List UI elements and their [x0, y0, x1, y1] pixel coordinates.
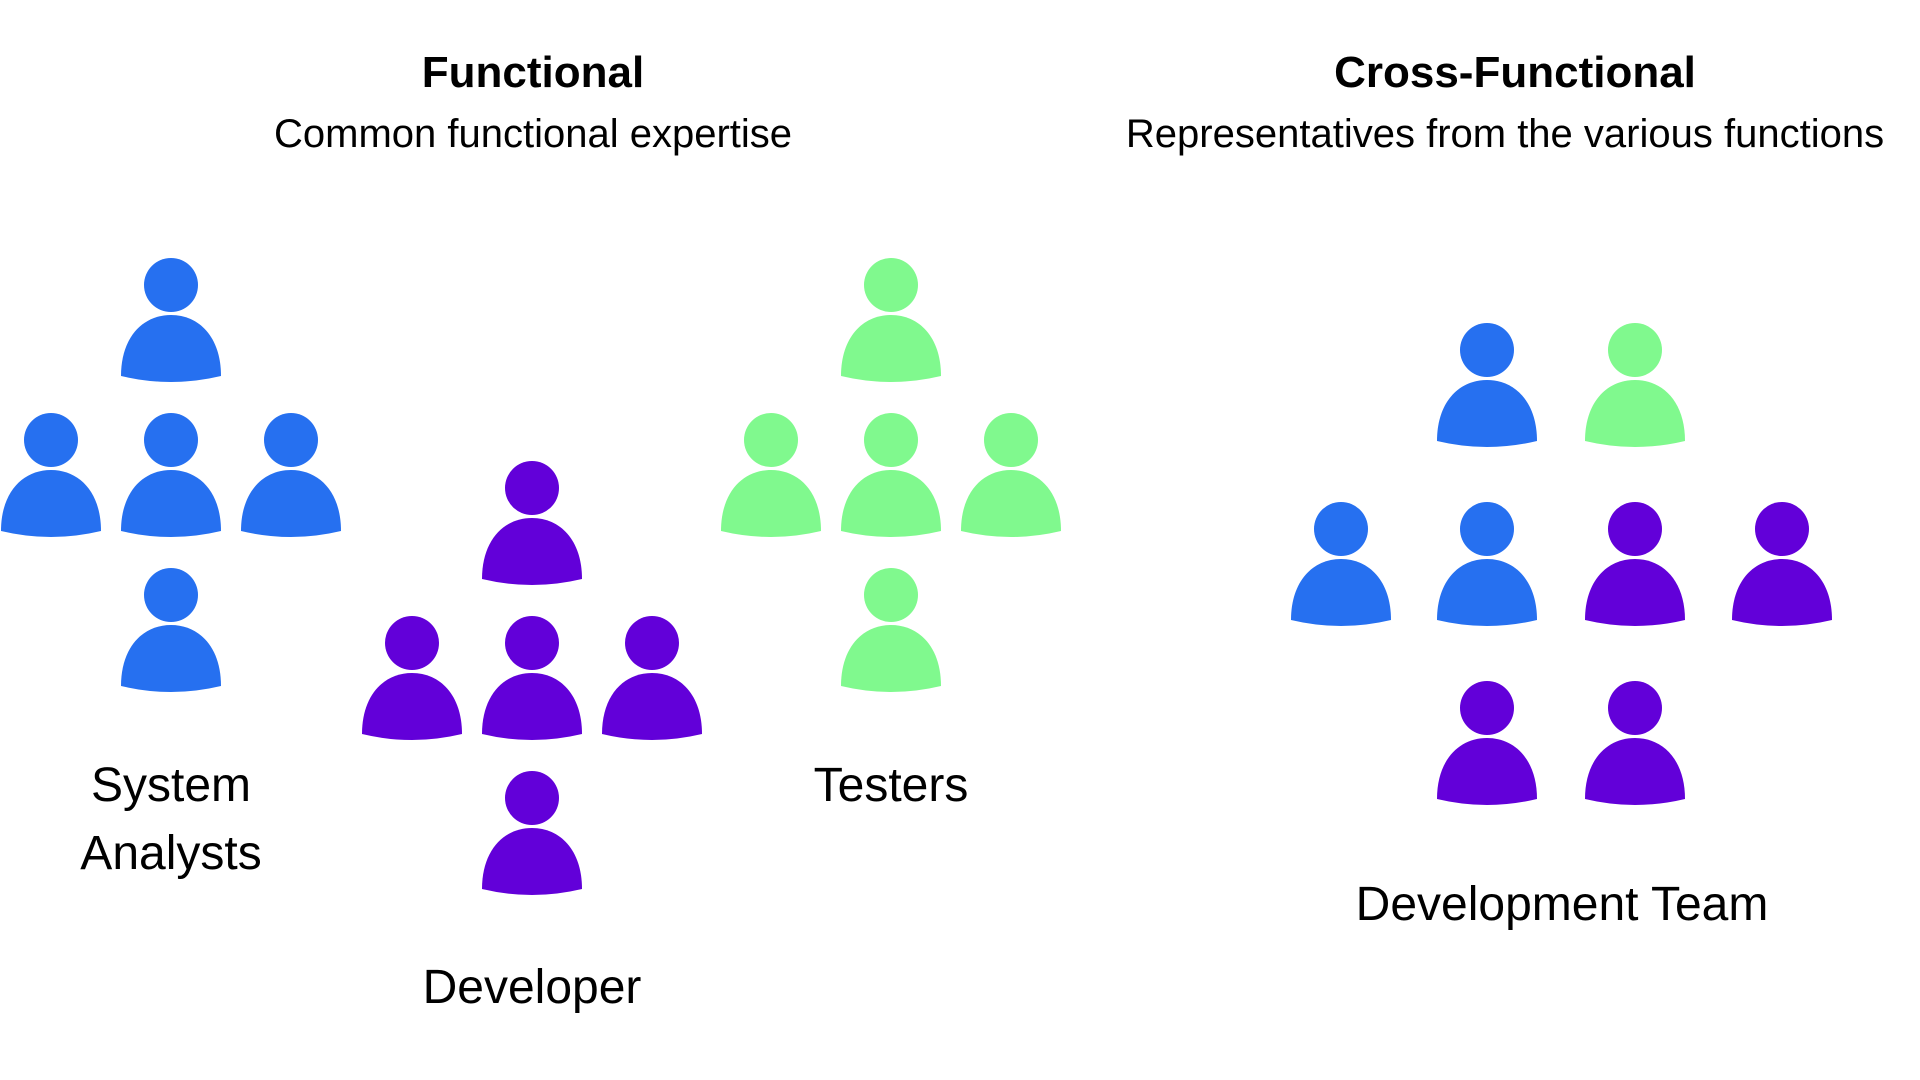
group-label-line: Developer: [422, 961, 642, 1014]
group-label-line: Testers: [813, 759, 969, 812]
group-label-testers: Testers: [741, 752, 1041, 820]
person-icon: [961, 412, 1061, 540]
group-label-line: Analysts: [80, 827, 262, 880]
person-icon: [482, 615, 582, 743]
cross-functional-subtitle: Representatives from the various functio…: [1125, 112, 1885, 156]
person-icon: [482, 460, 582, 588]
person-icon: [841, 412, 941, 540]
group-label-developer: Developer: [382, 954, 682, 1022]
development-team-label: Development Team: [1355, 878, 1769, 931]
person-icon: [1, 412, 101, 540]
group-label-line: System: [90, 759, 252, 812]
group-label-system-analysts: System Analysts: [21, 752, 321, 888]
person-icon: [121, 412, 221, 540]
person-icon: [602, 615, 702, 743]
person-icon: [1585, 501, 1685, 629]
person-icon: [1291, 501, 1391, 629]
person-icon: [241, 412, 341, 540]
functional-subtitle: Common functional expertise: [273, 112, 793, 156]
person-icon: [482, 770, 582, 898]
person-icon: [1732, 501, 1832, 629]
person-icon: [841, 567, 941, 695]
person-icon: [121, 257, 221, 385]
person-icon: [721, 412, 821, 540]
person-icon: [121, 567, 221, 695]
functional-title: Functional: [421, 48, 645, 97]
person-icon: [1585, 680, 1685, 808]
cross-functional-title: Cross-Functional: [1334, 48, 1696, 97]
person-icon: [362, 615, 462, 743]
person-icon: [841, 257, 941, 385]
person-icon: [1437, 680, 1537, 808]
person-icon: [1437, 501, 1537, 629]
person-icon: [1585, 322, 1685, 450]
person-icon: [1437, 322, 1537, 450]
